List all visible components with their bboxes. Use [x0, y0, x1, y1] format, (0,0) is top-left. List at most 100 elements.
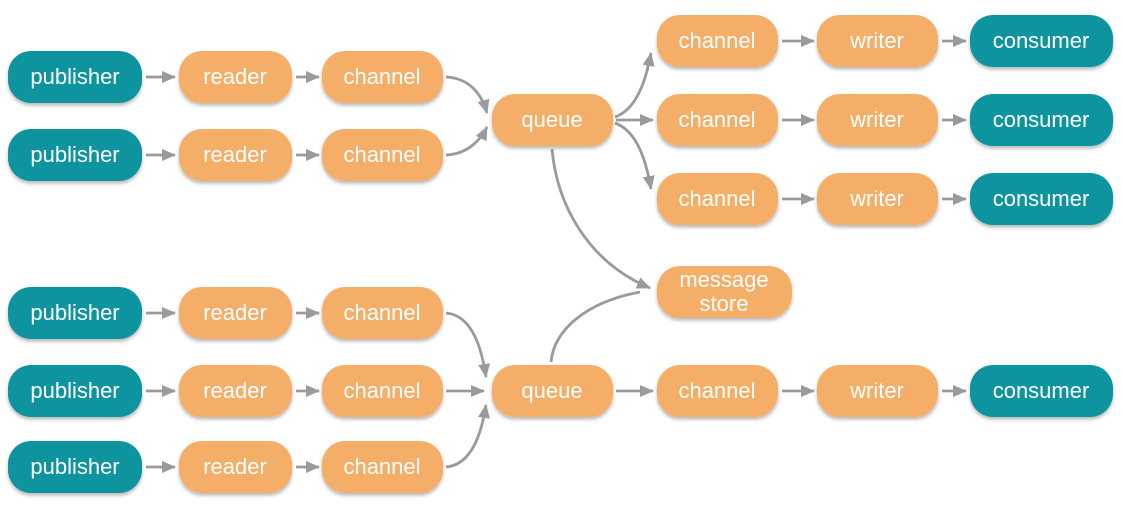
node-shape: [179, 51, 292, 103]
node-label: publisher: [30, 64, 119, 89]
arrow-queue-top-channel-right-1: [614, 52, 655, 119]
arrow-queue-top-message-store: [550, 148, 651, 290]
node-label: reader: [203, 142, 267, 167]
node-shape: [817, 173, 938, 225]
node-label: consumer: [993, 378, 1090, 403]
node-channel-bottom-3: channel: [322, 441, 443, 493]
arrow-channel-top-2-queue: [445, 126, 489, 157]
node-channel-bottom-1: channel: [322, 287, 443, 339]
node-label: publisher: [30, 454, 119, 479]
node-writer-1: writer: [817, 15, 938, 67]
edges-layer: [146, 35, 967, 473]
node-shape: [970, 365, 1113, 417]
node-label: publisher: [30, 142, 119, 167]
node-publisher-bottom-1: publisher: [8, 287, 142, 339]
node-shape: [657, 365, 778, 417]
node-label: consumer: [993, 186, 1090, 211]
arrow-channel-bottom-1-queue: [445, 311, 491, 378]
node-shape: [8, 365, 142, 417]
node-consumer-4: consumer: [970, 365, 1113, 417]
node-channel-top-1: channel: [322, 51, 443, 103]
node-label: channel: [343, 300, 420, 325]
node-label: writer: [849, 186, 904, 211]
node-label: writer: [849, 378, 904, 403]
node-label: reader: [203, 300, 267, 325]
node-label: channel: [678, 28, 755, 53]
node-label: channel: [678, 107, 755, 132]
node-label-line-1: message: [679, 267, 768, 292]
node-label: reader: [203, 64, 267, 89]
node-channel-bottom-2: channel: [322, 365, 443, 417]
node-shape: [179, 441, 292, 493]
node-label: queue: [521, 107, 582, 132]
node-message-store: message store: [657, 266, 792, 318]
node-label-line-2: store: [700, 291, 749, 316]
node-shape: [657, 94, 778, 146]
node-channel-bottom-4: channel: [657, 365, 778, 417]
node-label: channel: [343, 64, 420, 89]
node-reader-bottom-2: reader: [179, 365, 292, 417]
node-writer-3: writer: [817, 173, 938, 225]
node-shape: [817, 94, 938, 146]
node-label: channel: [343, 454, 420, 479]
node-shape: [8, 287, 142, 339]
node-shape: [970, 94, 1113, 146]
node-shape: [322, 287, 443, 339]
node-shape: [8, 129, 142, 181]
node-consumer-1: consumer: [970, 15, 1113, 67]
arrow-queue-bottom-message-store: [549, 290, 641, 363]
node-label: channel: [343, 378, 420, 403]
node-channel-right-1: channel: [657, 15, 778, 67]
node-label: reader: [203, 378, 267, 403]
node-writer-4: writer: [817, 365, 938, 417]
node-shape: [657, 173, 778, 225]
node-shape: [322, 129, 443, 181]
node-reader-top-2: reader: [179, 129, 292, 181]
node-reader-bottom-1: reader: [179, 287, 292, 339]
node-shape: [817, 15, 938, 67]
arrow-queue-top-channel-right-3: [614, 121, 655, 190]
node-writer-2: writer: [817, 94, 938, 146]
node-publisher-bottom-3: publisher: [8, 441, 142, 493]
node-label: consumer: [993, 107, 1090, 132]
node-label: reader: [203, 454, 267, 479]
node-label: channel: [343, 142, 420, 167]
node-shape: [970, 173, 1113, 225]
node-label: consumer: [993, 28, 1090, 53]
node-queue-bottom: queue: [492, 365, 613, 417]
node-shape: [970, 15, 1113, 67]
node-shape: [492, 365, 613, 417]
node-channel-right-3: channel: [657, 173, 778, 225]
node-channel-right-2: channel: [657, 94, 778, 146]
node-consumer-2: consumer: [970, 94, 1113, 146]
node-label: channel: [678, 186, 755, 211]
node-shape: [322, 51, 443, 103]
node-label: writer: [849, 107, 904, 132]
node-shape: [657, 266, 792, 318]
node-channel-top-2: channel: [322, 129, 443, 181]
node-publisher-top-1: publisher: [8, 51, 142, 103]
node-label: queue: [521, 378, 582, 403]
node-shape: [179, 287, 292, 339]
node-reader-bottom-3: reader: [179, 441, 292, 493]
node-shape: [8, 441, 142, 493]
node-consumer-3: consumer: [970, 173, 1113, 225]
nodes-layer: publisher publisher reader reader channe…: [8, 15, 1113, 493]
node-label: publisher: [30, 378, 119, 403]
node-publisher-top-2: publisher: [8, 129, 142, 181]
node-shape: [179, 129, 292, 181]
node-shape: [817, 365, 938, 417]
node-reader-top-1: reader: [179, 51, 292, 103]
node-shape: [179, 365, 292, 417]
node-label: channel: [678, 378, 755, 403]
node-shape: [8, 51, 142, 103]
arrow-channel-bottom-3-queue: [445, 404, 490, 469]
node-shape: [657, 15, 778, 67]
arrow-channel-top-1-queue: [445, 75, 490, 114]
node-label: publisher: [30, 300, 119, 325]
node-shape: [492, 94, 613, 146]
node-queue-top: queue: [492, 94, 613, 146]
node-shape: [322, 441, 443, 493]
